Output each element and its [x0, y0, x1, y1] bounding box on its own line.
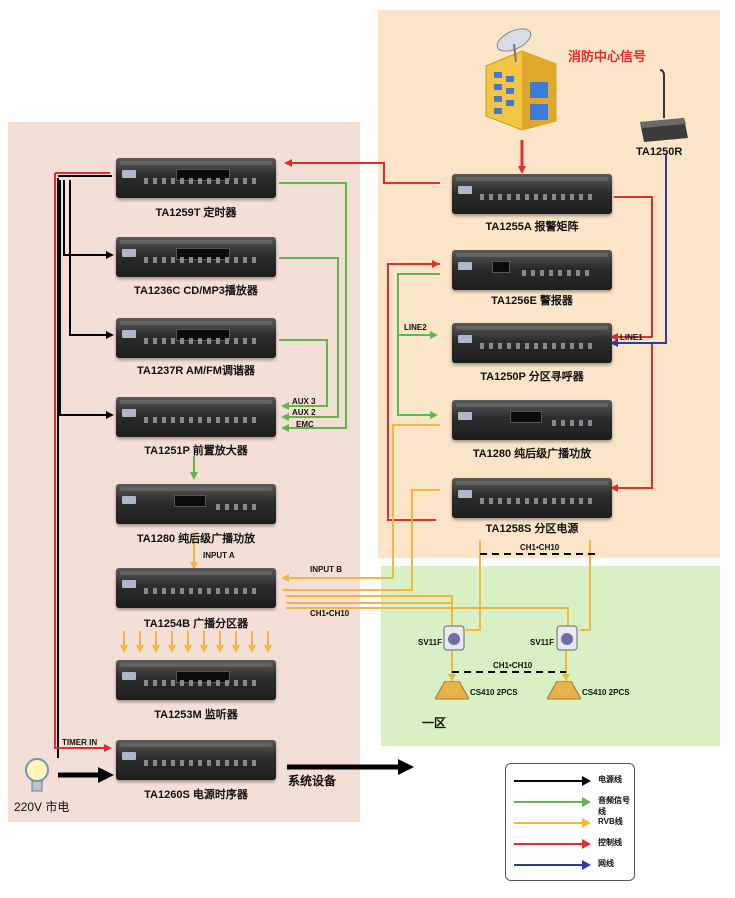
legend-label: 电源线: [598, 775, 622, 784]
aux3-label: AUX 3: [292, 397, 316, 406]
legend-label: 控制线: [598, 838, 622, 847]
ta1280-left-label: TA1280 纯后级广播功放: [136, 533, 256, 545]
legend-label: 音频信号线: [598, 796, 630, 816]
timer-in-label: TIMER IN: [62, 738, 98, 747]
ta1251p-device: [116, 397, 276, 437]
ta1250r-label: TA1250R: [636, 146, 683, 158]
ta1260s-label: TA1260S 电源时序器: [144, 789, 248, 801]
legend: 电源线 音频信号线 RVB线 控制线 网线: [505, 763, 635, 881]
system-equipment-label: 系统设备: [288, 774, 337, 788]
sv11f-right-label: SV11F: [530, 638, 555, 647]
ta1254b-label: TA1254B 广播分区器: [143, 618, 249, 630]
ta1280-left-device: [116, 484, 276, 524]
ta1254b-device: [116, 568, 276, 608]
paging-microphone-icon: [640, 69, 688, 142]
ta1280-right-label: TA1280 纯后级广播功放: [472, 448, 592, 460]
ta1258s-device: [452, 478, 612, 518]
zone-one-label: 一区: [422, 716, 447, 730]
line1-label: LINE1: [620, 333, 643, 342]
cs410-right-label: CS410 2PCS: [582, 688, 630, 697]
power-lines: [57, 175, 114, 758]
ta1250p-device: [452, 323, 612, 363]
ta1259t-label: TA1259T 定时器: [155, 207, 237, 219]
legend-item: 音频信号线: [514, 795, 632, 816]
ta1237r-device: [116, 318, 276, 358]
light-bulb-icon: [25, 758, 49, 792]
ta1250p-label: TA1250P 分区寻呼器: [480, 371, 584, 383]
legend-item: 控制线: [514, 837, 632, 851]
legend-item: 网线: [514, 858, 632, 872]
ta1253m-device: [116, 660, 276, 700]
emc-label: EMC: [296, 420, 314, 429]
cs410-left-label: CS410 2PCS: [470, 688, 518, 697]
line2-label: LINE2: [404, 323, 427, 332]
ch1-ch10-mid-label: CH1•CH10: [493, 661, 533, 670]
cs410-left-speaker-icon: [435, 681, 469, 700]
sv11f-right-speaker-icon: [556, 625, 578, 651]
ch1-ch10-left-label: CH1•CH10: [310, 609, 350, 618]
ta1255a-label: TA1255A 报警矩阵: [485, 221, 579, 233]
sv11f-left-label: SV11F: [418, 638, 443, 647]
legend-item: 电源线: [514, 774, 632, 788]
mains-label: 220V 市电: [14, 800, 70, 814]
ta1260s-device: [116, 740, 276, 780]
ch1-ch10-top-label: CH1•CH10: [520, 543, 560, 552]
aux2-label: AUX 2: [292, 408, 316, 417]
legend-label: RVB线: [598, 817, 623, 826]
ta1259t-device: [116, 158, 276, 198]
cs410-right-speaker-icon: [547, 681, 581, 700]
fire-center-building-icon: [485, 28, 557, 131]
input-b-label: INPUT B: [310, 565, 342, 574]
legend-label: 网线: [598, 859, 614, 868]
ta1280-right-device: [452, 400, 612, 440]
ta1251p-label: TA1251P 前置放大器: [144, 445, 248, 457]
ta1258s-label: TA1258S 分区电源: [485, 523, 579, 535]
ta1255a-device: [452, 174, 612, 214]
input-a-label: INPUT A: [203, 551, 235, 560]
ta1236c-label: TA1236C CD/MP3播放器: [134, 285, 258, 297]
legend-item: RVB线: [514, 816, 632, 830]
ta1256e-label: TA1256E 警报器: [491, 295, 573, 307]
ta1236c-device: [116, 237, 276, 277]
ta1237r-label: TA1237R AM/FM调谐器: [137, 365, 255, 377]
ta1256e-device: [452, 250, 612, 290]
fire-center-title: 消防中心信号: [568, 49, 647, 64]
ta1253m-label: TA1253M 监听器: [154, 709, 238, 721]
sv11f-left-speaker-icon: [443, 625, 465, 651]
